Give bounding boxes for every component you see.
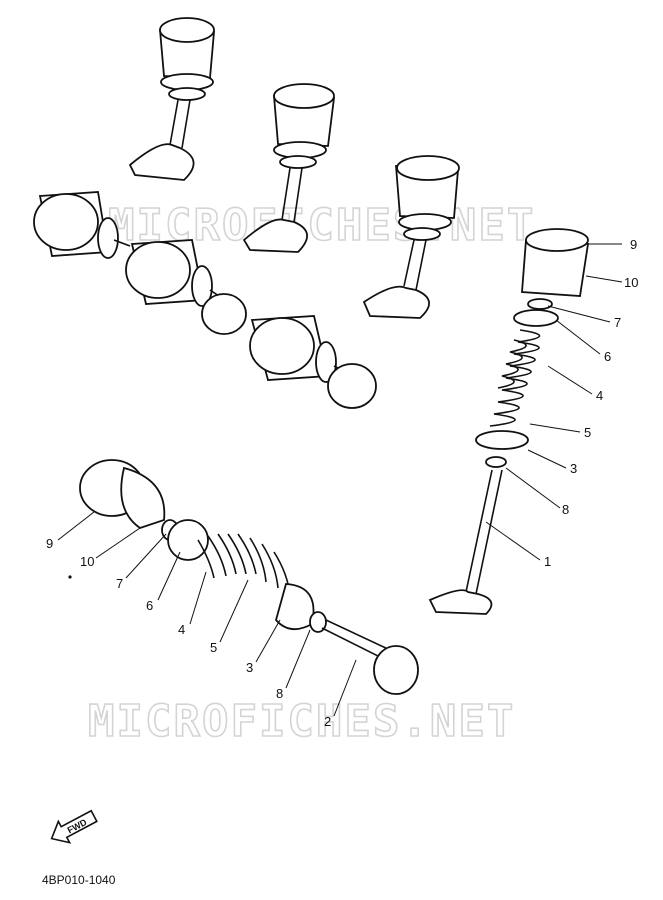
valve-group-mid-2 [125, 239, 247, 335]
callout-right-5: 5 [584, 425, 591, 440]
callout-left-7: 7 [116, 576, 123, 591]
callout-right-7: 7 [614, 315, 621, 330]
leader-lines [57, 243, 623, 717]
callout-left-6: 6 [146, 598, 153, 613]
stray-dot [68, 575, 72, 579]
callout-right-6: 6 [604, 349, 611, 364]
callout-left-9: 9 [46, 536, 53, 551]
callout-right-10: 10 [624, 275, 638, 290]
valve-group-top-1 [128, 17, 215, 181]
valve-assembly-left [79, 459, 419, 695]
valve-group-top-2 [242, 83, 336, 253]
callout-left-8: 8 [276, 686, 283, 701]
callout-right-4: 4 [596, 388, 603, 403]
callout-left-4: 4 [178, 622, 185, 637]
callout-right-1: 1 [544, 554, 551, 569]
callout-right-8: 8 [562, 502, 569, 517]
valve-group-mid-1 [33, 191, 131, 259]
callout-right-9: 9 [630, 237, 637, 252]
callout-right-3: 3 [570, 461, 577, 476]
callout-left-3: 3 [246, 660, 253, 675]
callout-left-2: 2 [324, 714, 331, 729]
valve-assembly-right [428, 228, 590, 615]
watermark-bottom: MICROFICHES.NET [88, 696, 515, 747]
drawing-code: 4BP010-1040 [42, 873, 116, 887]
fwd-arrow-icon: FWD [50, 809, 98, 844]
callout-left-5: 5 [210, 640, 217, 655]
callout-left-10: 10 [80, 554, 94, 569]
valve-group-mid-3 [249, 315, 377, 409]
valve-group-top-3 [362, 155, 460, 319]
